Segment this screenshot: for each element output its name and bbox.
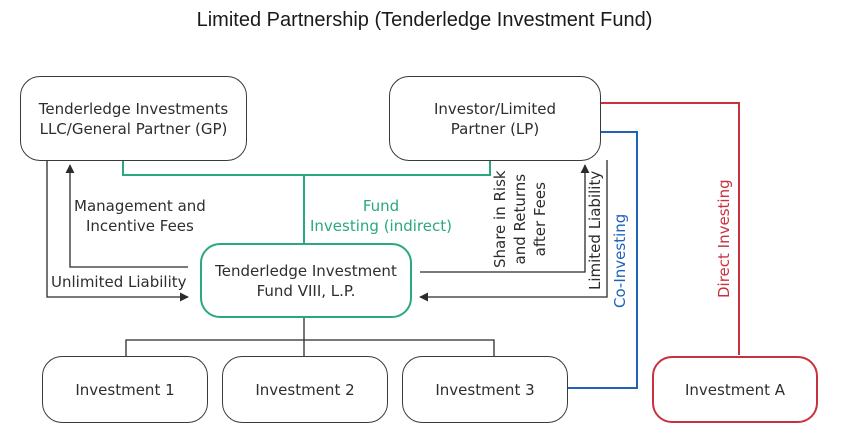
co-investing-label: Co-Investing bbox=[611, 213, 629, 308]
share-risk-arrow bbox=[420, 164, 590, 273]
unlimited-liability-label: Unlimited Liability bbox=[51, 273, 187, 291]
share-risk-label: Share in Risk and Returns after Fees bbox=[491, 170, 549, 268]
direct-investing-label: Direct Investing bbox=[715, 179, 733, 298]
unlimited-liability-arrow bbox=[46, 160, 189, 302]
limited-liability-arrow bbox=[419, 160, 608, 302]
gp-to-fund-connector bbox=[122, 160, 491, 176]
co-investing-connector bbox=[568, 131, 638, 389]
management-fees-arrow bbox=[65, 164, 188, 268]
investment-a-node: Investment A bbox=[652, 356, 818, 423]
investments-branch bbox=[125, 339, 495, 362]
direct-investing-connector bbox=[600, 102, 740, 355]
limited-liability-label: Limited Liability bbox=[586, 170, 604, 290]
management-fees-label: Management and Incentive Fees bbox=[74, 197, 206, 235]
investment-3-node: Investment 3 bbox=[402, 356, 568, 423]
diagram-title: Limited Partnership (Tenderledge Investm… bbox=[196, 9, 653, 31]
investment-1-node: Investment 1 bbox=[42, 356, 208, 423]
fund-investing-label: Fund Investing (indirect) bbox=[310, 197, 452, 235]
investment-2-node: Investment 2 bbox=[222, 356, 388, 423]
